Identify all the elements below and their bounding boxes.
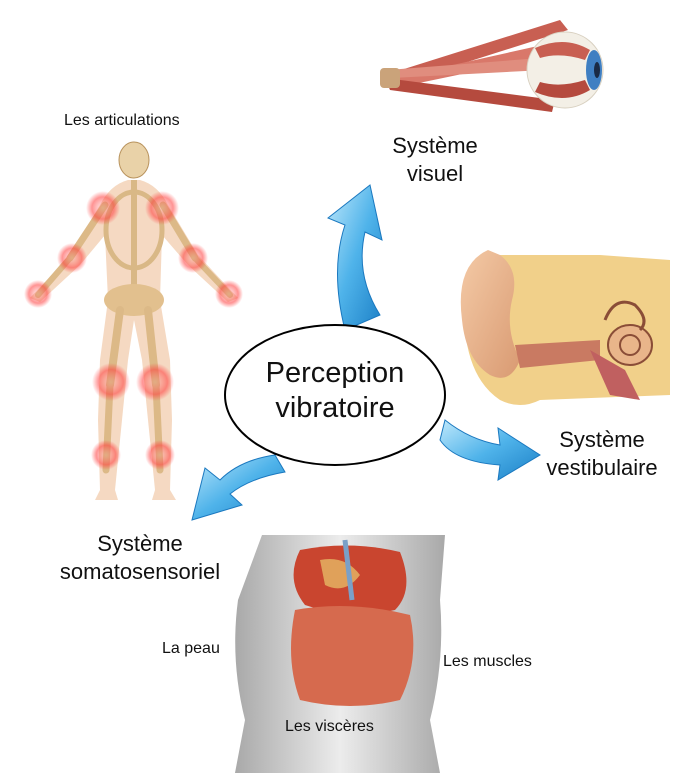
label-visual-line1: Système [370,132,500,160]
joint-glow [145,440,175,470]
label-vestibular-system: Système vestibulaire [532,426,672,482]
ear-illustration [461,250,670,405]
label-visual-system: Système visuel [370,132,500,188]
label-vestibular-line1: Système [532,426,672,454]
torso-illustration [235,535,445,773]
center-title: Perception vibratoire [225,356,445,426]
joint-glow [178,243,208,273]
label-somatosensory-line2: somatosensoriel [40,558,240,586]
joint-glow [86,191,120,225]
joint-glow [24,280,52,308]
joint-glow [92,363,130,401]
center-title-line2: vibratoire [225,391,445,426]
joint-glow [136,363,174,401]
label-viscera: Les viscères [285,718,374,736]
label-skin: La peau [162,640,220,658]
label-muscles: Les muscles [443,653,532,671]
joint-glow [91,440,121,470]
arrow-to-somatosensory-system [192,455,285,520]
joint-glow [215,280,243,308]
label-somatosensory-line1: Système [40,530,240,558]
eye-muscles-illustration [380,20,603,112]
joint-glow [57,243,87,273]
arrow-to-visual-system [328,185,382,330]
label-vestibular-line2: vestibulaire [532,454,672,482]
skeleton-illustration [24,142,243,500]
arrow-to-vestibular-system [440,420,540,480]
label-visual-line2: visuel [370,160,500,188]
label-somatosensory-system: Système somatosensoriel [40,530,240,586]
label-joints: Les articulations [64,112,180,130]
center-title-line1: Perception [225,356,445,391]
joint-glow [145,191,179,225]
